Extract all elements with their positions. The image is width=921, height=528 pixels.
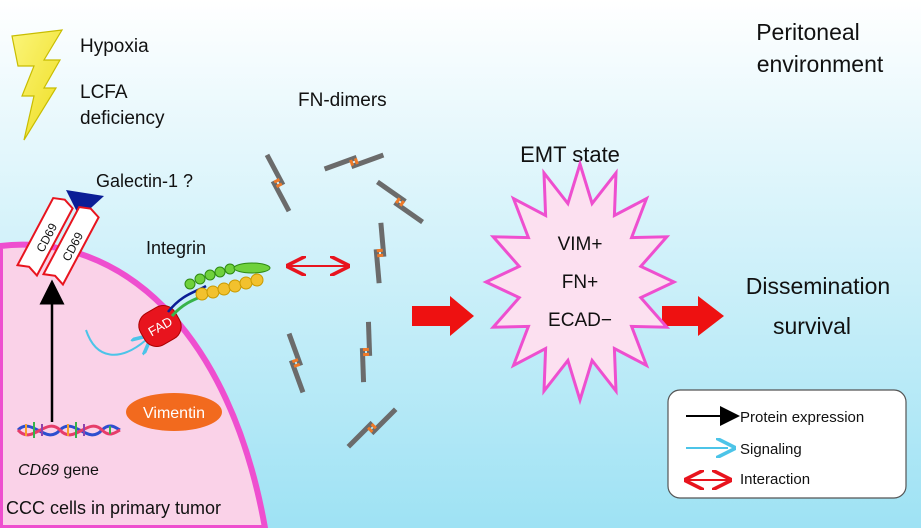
emt-title: EMT state [520,142,620,167]
ccc-cells-label: CCC cells in primary tumor [6,498,221,518]
fn-dimers-label: FN-dimers [298,90,387,111]
integrin-receptor-icon [167,262,271,317]
vimentin-label: Vimentin [143,405,205,422]
galectin-label: Galectin-1 ? [96,171,193,191]
outcome-line2: survival [773,313,851,339]
emt-marker-ecad: ECAD− [548,310,612,331]
legend-protein-label: Protein expression [740,409,864,426]
stressor-lcfa-line1: LCFA [80,82,128,103]
fn-dimer-4 [373,222,387,284]
block-arrow-to-emt [412,296,474,336]
lightning-icon [11,29,64,141]
fad-shape: FAD [138,305,182,347]
outcome-line1: Dissemination [746,273,890,299]
cd69-dimer: CD69 CD69 [15,196,100,287]
signaling-arrow [85,329,146,356]
galectin-triangle-icon [66,190,104,218]
block-arrow-to-outcome [662,296,724,336]
emt-marker-vim: VIM+ [558,234,603,255]
fn-dimer-3 [375,179,425,225]
cd69-gene-label: CD69 gene [18,462,99,479]
vimentin-ellipse [126,393,222,431]
environment-title-line1: Peritoneal [756,19,860,45]
integrin-label: Integrin [146,238,206,258]
fn-dimer-6 [359,321,373,383]
fn-dimer-7 [346,407,398,449]
emt-burst [482,158,678,406]
emt-marker-fn: FN+ [562,272,598,293]
legend-signaling-label: Signaling [740,441,802,458]
fn-dimer-2 [323,152,385,172]
legend-interaction-label: Interaction [740,471,810,488]
fn-dimer-1 [264,153,292,213]
fn-dimer-5 [286,332,306,394]
fn-dimers-group [264,152,425,449]
stressor-hypoxia: Hypoxia [80,36,149,57]
stressor-lcfa-line2: deficiency [80,108,165,129]
environment-title-line2: environment [757,51,884,77]
legend: Protein expression Signaling Interaction [667,389,907,499]
dna-helix-icon [16,422,121,438]
